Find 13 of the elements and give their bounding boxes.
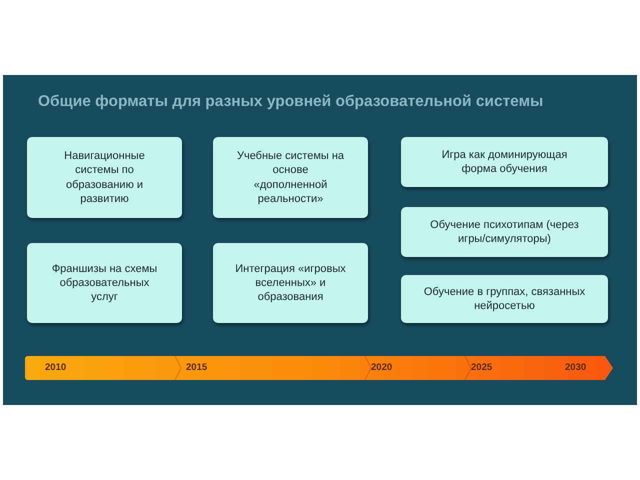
text-box: Обучение в группах, связанных нейросетью: [401, 275, 608, 323]
text-box: Интеграция «игровых вселенных» и образования: [213, 243, 368, 323]
year-label: 2015: [186, 362, 208, 373]
text-box: Навигационные системы по образованию и развитию: [27, 137, 182, 218]
year-label: 2010: [45, 362, 66, 373]
year-label: 2030: [565, 362, 586, 373]
year-label: 2020: [371, 362, 392, 373]
text-box: Обучение психотипам (через игры/симуляторы): [401, 207, 608, 257]
text-box: Игра как доминирующая форма обучения: [401, 137, 608, 187]
text-box: Франшизы на схемы образовательных услуг: [27, 243, 182, 323]
year-label: 2025: [471, 362, 492, 373]
slide-title: Общие форматы для разных уровней образовательной системы: [38, 93, 544, 111]
text-box: Учебные системы на основе «дополненной реальности»: [213, 137, 368, 218]
